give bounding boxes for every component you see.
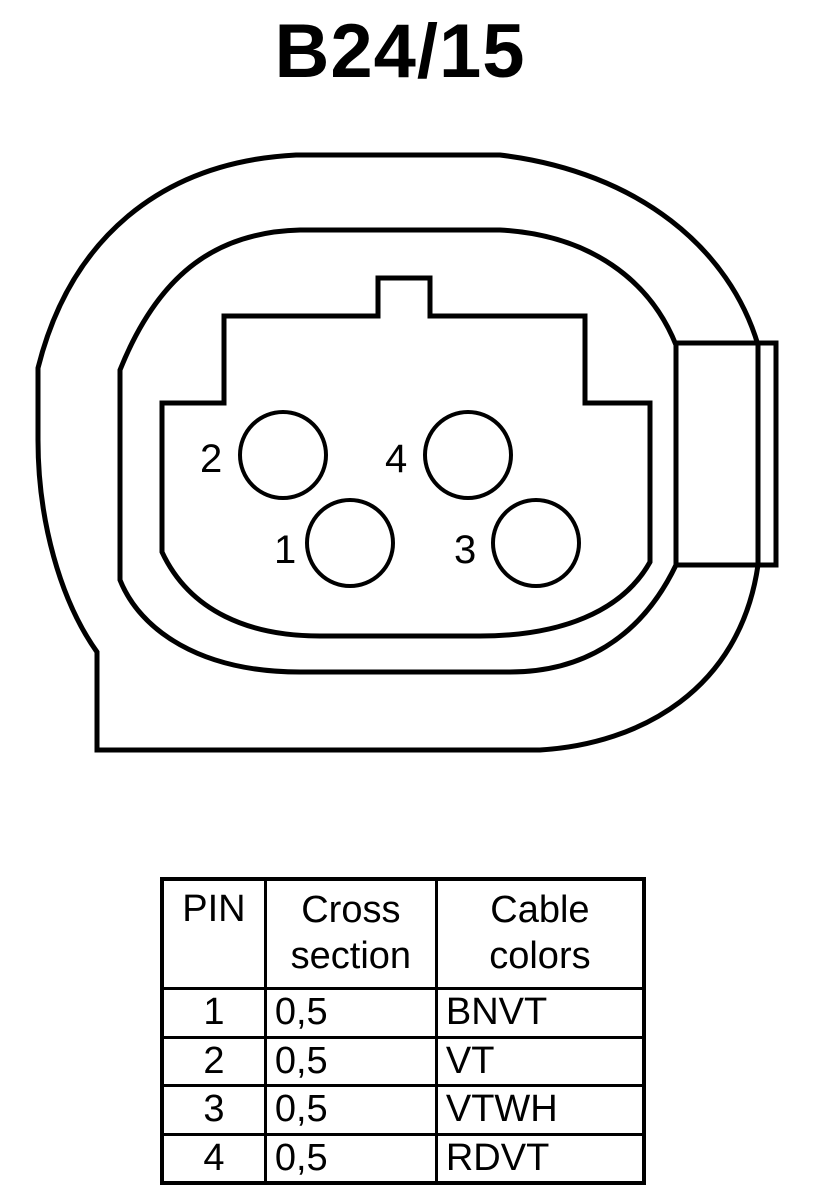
row-cross-section: 0,5 <box>263 1035 438 1088</box>
pin-cavity-outline <box>159 275 653 639</box>
table-row: 4 0,5 RDVT <box>160 1132 646 1185</box>
header-pin: PIN <box>160 877 267 990</box>
connector-face-diagram: 2 4 1 3 <box>35 152 779 753</box>
outer-housing-outline <box>35 152 761 753</box>
pin-1-contact <box>305 498 395 588</box>
connector-title: B24/15 <box>274 9 526 94</box>
pin-2-contact <box>238 410 328 500</box>
row-cable-colors: BNVT <box>434 987 646 1039</box>
pin-4-contact <box>423 410 513 500</box>
header-cross-line1: Cross <box>301 889 401 932</box>
latch-tab <box>673 340 779 568</box>
row-cross-section: 0,5 <box>263 1084 438 1136</box>
row-pin: 3 <box>160 1084 267 1136</box>
pin-2-label: 2 <box>200 437 222 481</box>
row-cross-section: 0,5 <box>263 1132 438 1185</box>
header-cable-colors: Cable colors <box>434 877 646 990</box>
pin-4-label: 4 <box>385 437 407 481</box>
row-cable-colors: VT <box>434 1035 646 1088</box>
row-pin: 4 <box>160 1132 267 1185</box>
table-header-row: PIN Cross section Cable colors <box>160 877 646 990</box>
pin-3-label: 3 <box>454 528 476 572</box>
table-row: 1 0,5 BNVT <box>160 987 646 1039</box>
table-row: 2 0,5 VT <box>160 1035 646 1088</box>
row-cable-colors: VTWH <box>434 1084 646 1136</box>
pin-3-contact <box>491 498 581 588</box>
table-row: 3 0,5 VTWH <box>160 1084 646 1136</box>
row-pin: 2 <box>160 1035 267 1088</box>
inner-housing-outline <box>117 227 679 675</box>
header-colors-line1: Cable <box>490 889 590 932</box>
pin-assignment-table: PIN Cross section Cable colors 1 0,5 BNV… <box>160 877 646 1186</box>
header-cross-section: Cross section <box>263 877 438 990</box>
pin-1-label: 1 <box>274 528 296 572</box>
row-cable-colors: RDVT <box>434 1132 646 1185</box>
header-pin-label: PIN <box>182 888 246 930</box>
row-pin: 1 <box>160 987 267 1039</box>
row-cross-section: 0,5 <box>263 987 438 1039</box>
header-cross-line2: section <box>290 935 412 977</box>
header-colors-line2: colors <box>489 935 591 977</box>
